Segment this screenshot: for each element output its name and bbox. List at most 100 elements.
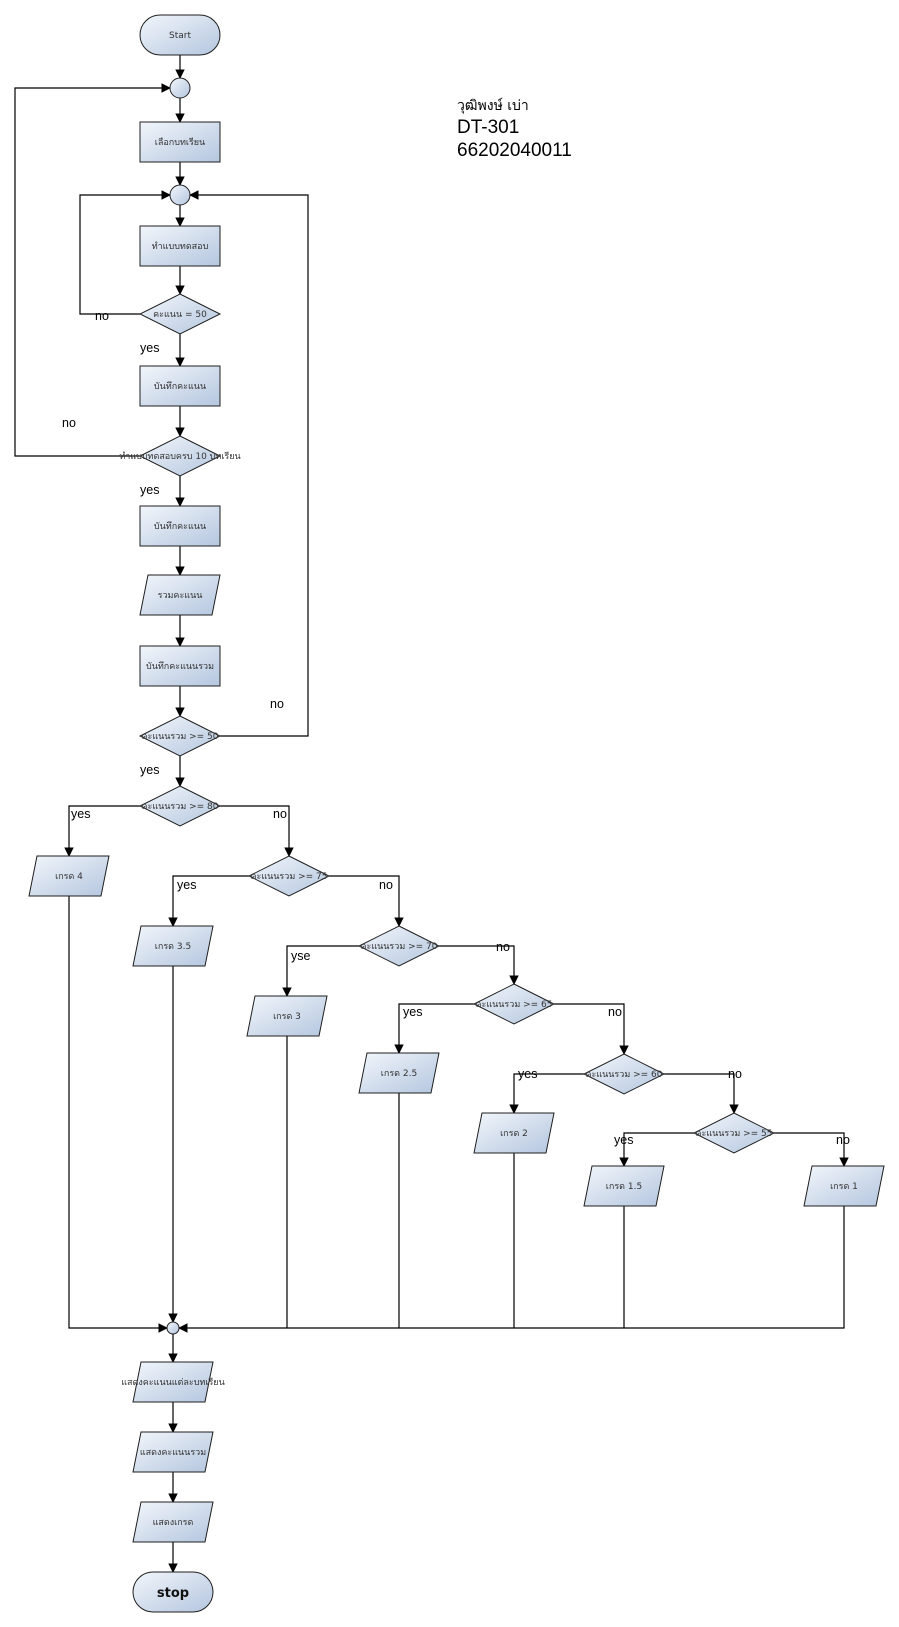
process-choose-lesson <box>139 121 221 163</box>
do-test-label: ทำแบบทดสอบ <box>152 241 209 252</box>
check-75-label: คะแนนรวม >= 75 <box>250 872 327 882</box>
edge-c70-yes <box>282 945 359 997</box>
process-record-score-2 <box>139 505 221 547</box>
label-score-yes: yes <box>140 341 159 355</box>
show-total-label: แสดงคะแนนรวม <box>140 1448 206 1458</box>
start-terminal <box>139 14 221 56</box>
check-80-label: คะแนนรวม >= 80 <box>141 802 218 812</box>
io-grade-1 <box>803 1165 885 1207</box>
stop-label: stop <box>157 1586 189 1601</box>
edge-c65-no <box>554 1003 629 1055</box>
edge-c80-yes <box>64 805 140 857</box>
decision-total-50 <box>138 715 222 757</box>
check-65-label: คะแนนรวม >= 65 <box>475 1000 552 1010</box>
label-lessons-no: no <box>62 416 76 430</box>
student-id: 66202040011 <box>457 140 572 161</box>
check-lessons-label: ทำแบบทดสอบครบ 10 บทเรียน <box>119 451 240 462</box>
author-info: วุฒิพงษ์ เบ่า DT-301 66202040011 <box>457 96 572 162</box>
io-show-total <box>132 1431 214 1473</box>
show-grade-label: แสดงเกรด <box>153 1518 194 1528</box>
label-total50-no: no <box>270 697 284 711</box>
io-grade-1-5 <box>583 1165 665 1207</box>
io-grade-4 <box>28 855 110 897</box>
nodes: Start เลือกบทเรียน ทำแบบทดสอบ คะแนน = 50… <box>28 14 885 1613</box>
edge-grade4-to-merge <box>68 896 168 1333</box>
connector-1 <box>169 77 191 99</box>
check-70-label: คะแนนรวม >= 70 <box>360 942 437 952</box>
label-c60-no: no <box>728 1067 742 1081</box>
check-total-50-label: คะแนนรวม >= 50 <box>141 732 218 742</box>
label-c55-yes: yes <box>614 1133 633 1147</box>
stop-terminal <box>132 1571 214 1613</box>
decision-total-65 <box>472 983 556 1025</box>
decision-score-50 <box>138 293 222 335</box>
label-c75-no: no <box>379 878 393 892</box>
decision-total-60 <box>582 1053 666 1095</box>
edge-c55-no <box>774 1132 849 1167</box>
start-label: Start <box>169 31 191 41</box>
io-grade-3 <box>246 995 328 1037</box>
label-c55-no: no <box>836 1133 850 1147</box>
course-code: DT-301 <box>457 117 520 138</box>
edge-check-no-loop <box>79 190 171 315</box>
choose-lesson-label: เลือกบทเรียน <box>155 137 205 148</box>
edge-c80-no <box>220 805 294 857</box>
io-show-each-score <box>132 1361 214 1403</box>
decision-lessons-complete <box>138 435 222 477</box>
io-show-grade <box>132 1501 214 1543</box>
edge-c65-yes <box>394 1003 474 1054</box>
io-grade-2 <box>473 1112 555 1154</box>
label-c60-yes: yes <box>518 1067 537 1081</box>
io-sum-scores <box>139 574 221 616</box>
label-c70-yes: yse <box>291 949 311 963</box>
edge-c75-no <box>329 875 404 927</box>
io-grade-2-5 <box>358 1052 440 1094</box>
grade-1-label: เกรด 1 <box>830 1182 858 1192</box>
decision-total-80 <box>138 785 222 827</box>
grade-4-label: เกรด 4 <box>55 872 83 882</box>
grade-35-label: เกรด 3.5 <box>155 942 191 952</box>
label-c65-no: no <box>608 1005 622 1019</box>
edge-c55-yes <box>619 1132 694 1167</box>
process-record-score-1 <box>139 365 221 407</box>
edges <box>14 55 849 1573</box>
edge-grade1-to-merge <box>178 1206 845 1333</box>
edge-c60-yes <box>509 1073 584 1114</box>
edge-c60-no <box>664 1073 739 1114</box>
label-c80-yes: yes <box>71 807 90 821</box>
grade-25-label: เกรด 2.5 <box>381 1069 417 1079</box>
author-name: วุฒิพงษ์ เบ่า <box>457 98 529 114</box>
edge-lessons-no-loop <box>14 83 171 457</box>
check-score-label: คะแนน = 50 <box>153 310 207 320</box>
label-score-no: no <box>95 309 109 323</box>
label-total50-yes: yes <box>140 763 159 777</box>
sum-scores-label: รวมคะแนน <box>158 591 203 601</box>
record-score-2-label: บันทึกคะแนน <box>154 521 206 532</box>
merge-connector <box>166 1321 180 1335</box>
label-lessons-yes: yes <box>140 483 159 497</box>
grade-15-label: เกรด 1.5 <box>606 1182 642 1192</box>
label-c80-no: no <box>273 807 287 821</box>
io-grade-3-5 <box>132 925 214 967</box>
decision-total-55 <box>692 1112 776 1154</box>
decision-total-75 <box>247 855 331 897</box>
check-60-label: คะแนนรวม >= 60 <box>585 1070 662 1080</box>
process-record-total <box>139 645 221 687</box>
label-c70-no: no <box>496 940 510 954</box>
decision-total-70 <box>357 925 441 967</box>
process-do-test <box>139 225 221 267</box>
grade-2-label: เกรด 2 <box>500 1129 528 1139</box>
check-55-label: คะแนนรวม >= 55 <box>695 1129 772 1139</box>
connector-2 <box>169 184 191 206</box>
edge-labels: no yes no yes no yes yes no yes no yse n… <box>62 309 850 1147</box>
label-c65-yes: yes <box>403 1005 422 1019</box>
record-total-label: บันทึกคะแนนรวม <box>146 661 214 672</box>
label-c75-yes: yes <box>177 878 196 892</box>
record-score-1-label: บันทึกคะแนน <box>154 381 206 392</box>
show-each-label: แสดงคะแนนแต่ละบทเรียน <box>121 1377 224 1388</box>
edge-c75-yes <box>168 875 249 927</box>
edge-c70-no <box>439 945 519 985</box>
grade-3-label: เกรด 3 <box>273 1012 301 1022</box>
edge-check50-no-loop <box>189 190 309 737</box>
